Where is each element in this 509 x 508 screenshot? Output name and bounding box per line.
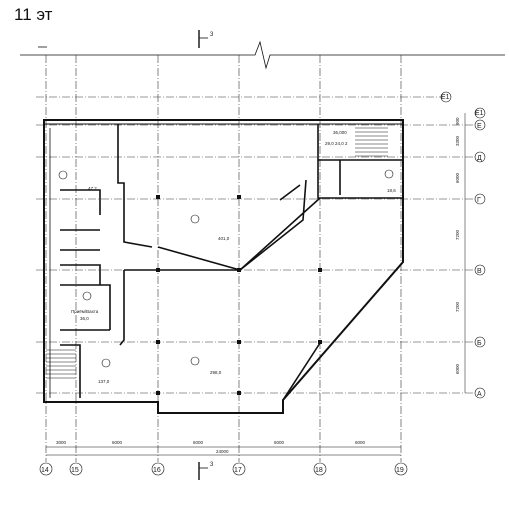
bottom-dim-4: 6000 [274, 440, 285, 445]
axis-label-v: В [477, 268, 482, 275]
room-tr-area: 18,6 [387, 188, 396, 193]
exterior-walls [43, 119, 404, 414]
stair-top-right [355, 127, 388, 157]
bottom-dim-5: 6000 [355, 440, 366, 445]
bottom-dim-2: 6000 [112, 440, 123, 445]
axis-label-16: 16 [153, 467, 161, 474]
axis-label-g: Г [477, 197, 481, 204]
room-small-area: 36,0 [80, 316, 89, 321]
bottom-axis [39, 462, 408, 476]
axis-label-14: 14 [41, 467, 49, 474]
bottom-dims: 3000 6000 6000 6000 6000 24000 [46, 440, 401, 456]
axis-label-19: 19 [396, 467, 404, 474]
room-bottom-left-area: 137,0 [98, 379, 110, 384]
bottom-total: 24000 [216, 449, 229, 454]
floor-title: 11 эт [14, 5, 53, 24]
bottom-dim-1: 3000 [56, 440, 67, 445]
right-dim-2: 3300 [455, 135, 460, 146]
right-dim-6: 6000 [455, 363, 460, 374]
section-mark-top: 3 [198, 30, 214, 48]
section-mark-label-bottom: 3 [210, 462, 214, 468]
axis-label-d: Д [477, 155, 482, 162]
axis-label-e1: Е1 [475, 110, 484, 117]
section-mark-bottom: 3 [198, 462, 214, 480]
axis-label-a: А [477, 391, 482, 398]
right-dim-4: 7200 [455, 229, 460, 240]
interior-walls [60, 124, 403, 401]
room-center-area: 401,0 [218, 236, 230, 241]
stair-sub-label: 29,0 24,0 2 [325, 141, 348, 146]
lobby-label: Приём/Вахта [71, 309, 99, 314]
grid-horizontal [36, 96, 475, 394]
right-dim-5: 7200 [455, 301, 460, 312]
section-mark-label: 3 [210, 32, 214, 38]
right-dim-1: 900 [455, 117, 460, 125]
column-markers [156, 195, 322, 395]
stair-bottom-left [46, 349, 76, 379]
axis-label-17: 17 [234, 467, 242, 474]
bottom-dim-3: 6000 [193, 440, 204, 445]
grid-vertical [45, 55, 402, 462]
axis-label-e1-inner: Е1 [441, 94, 450, 101]
room-markers [58, 169, 394, 368]
axis-label-b: Б [477, 340, 482, 347]
room-large-area: 298,0 [210, 370, 222, 375]
room-left-top-area: 47,2 [88, 186, 97, 191]
right-dim-3: 6000 [455, 172, 460, 183]
right-axis: Е1 Е1 Е Д Г В Б А 900 3300 6000 7200 720… [440, 91, 486, 399]
stair-top-label: 36,000 [333, 130, 347, 135]
axis-label-15: 15 [71, 467, 79, 474]
axis-label-18: 18 [315, 467, 323, 474]
break-line [20, 40, 505, 70]
axis-label-e: Е [477, 123, 482, 130]
